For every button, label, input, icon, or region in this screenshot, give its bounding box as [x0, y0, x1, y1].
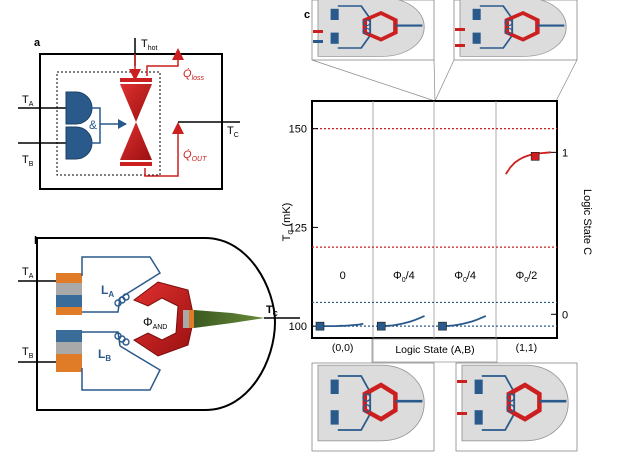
- phi-and-ring: [133, 281, 195, 357]
- series-line: [379, 315, 425, 328]
- flux-label: Φ0/4: [454, 270, 476, 284]
- q-out-arrow: [144, 122, 184, 177]
- switch-top: [120, 84, 152, 122]
- t-b-label-b: TB: [22, 346, 34, 360]
- input-a-gate: [65, 91, 93, 125]
- switch-bottom: [120, 122, 152, 160]
- series-marker: [530, 152, 540, 161]
- t-a-label-b: TA: [22, 266, 34, 280]
- y-axis-ticks: 100 125 150: [289, 124, 318, 333]
- series-marker: [376, 321, 386, 331]
- reference-lines: [312, 128, 557, 327]
- q-out-label: Q̇OUT: [183, 148, 207, 163]
- y-right-axis-label: Logic State C: [581, 189, 593, 255]
- series-line: [505, 151, 552, 175]
- logic-enclosure: [56, 71, 161, 176]
- series-marker: [438, 321, 447, 331]
- coil-b: [114, 332, 130, 346]
- inset-top-left: [311, 0, 436, 102]
- inset-bottom-right: [455, 338, 578, 452]
- y-tick-label: 150: [289, 124, 307, 136]
- loop-a: [81, 256, 162, 299]
- input-b-gate: [65, 126, 93, 160]
- thermal-link: [194, 310, 265, 328]
- q-loss-label: Q̇loss: [183, 67, 205, 82]
- flux-labels: 0 Φ0/4 Φ0/4 Φ0/2: [340, 270, 538, 284]
- t-c-label-b: TC: [266, 304, 278, 318]
- series-marker: [315, 321, 325, 331]
- panel-c: c: [281, 0, 593, 452]
- series-line: [318, 322, 364, 328]
- device-outline: [36, 237, 277, 411]
- y-right-axis-ticks: 01: [551, 147, 568, 321]
- junction-a: [56, 273, 82, 315]
- t-c-label-a: TC: [227, 125, 239, 139]
- t-hot-label: Thot: [141, 38, 158, 52]
- t-b-label: TB: [22, 154, 34, 168]
- q-loss-arrow: [146, 48, 184, 76]
- y-tick-label: 125: [289, 222, 307, 234]
- t-a-label: TA: [22, 94, 34, 108]
- y-right-tick-label: 1: [562, 147, 568, 159]
- flux-label: 0: [340, 270, 346, 282]
- plot-frame: [311, 100, 558, 339]
- flux-label: Φ0/4: [393, 270, 415, 284]
- y-tick-label: 100: [289, 321, 307, 333]
- flux-label: Φ0/2: [515, 270, 537, 284]
- junction-b: [56, 330, 82, 372]
- x-tick-label: (1,1): [516, 342, 538, 354]
- and-symbol: &: [89, 118, 97, 132]
- coil-a: [114, 293, 130, 307]
- panel-a-label: a: [34, 37, 41, 49]
- l-b-label: LB: [98, 347, 111, 363]
- inset-bottom-left: [311, 338, 435, 452]
- phi-and-label: ΦAND: [143, 315, 167, 331]
- inset-top-right: [434, 0, 578, 102]
- l-a-label: LA: [101, 283, 114, 299]
- y-axis-label: TC (mK): [281, 203, 295, 242]
- panel-c-label: c: [304, 9, 310, 21]
- x-tick-label: (0,0): [332, 342, 354, 354]
- panel-b: b TA TB LA LB ΦAND: [18, 235, 300, 411]
- series-line: [440, 315, 487, 328]
- xlabel-box: [372, 338, 498, 363]
- series-group: [315, 151, 552, 331]
- x-axis-label: Logic State (A,B): [395, 344, 474, 356]
- y-right-tick-label: 0: [562, 309, 568, 321]
- panel-a: a Thot TA TB & Q̇loss TC Q̇OUT: [18, 37, 240, 190]
